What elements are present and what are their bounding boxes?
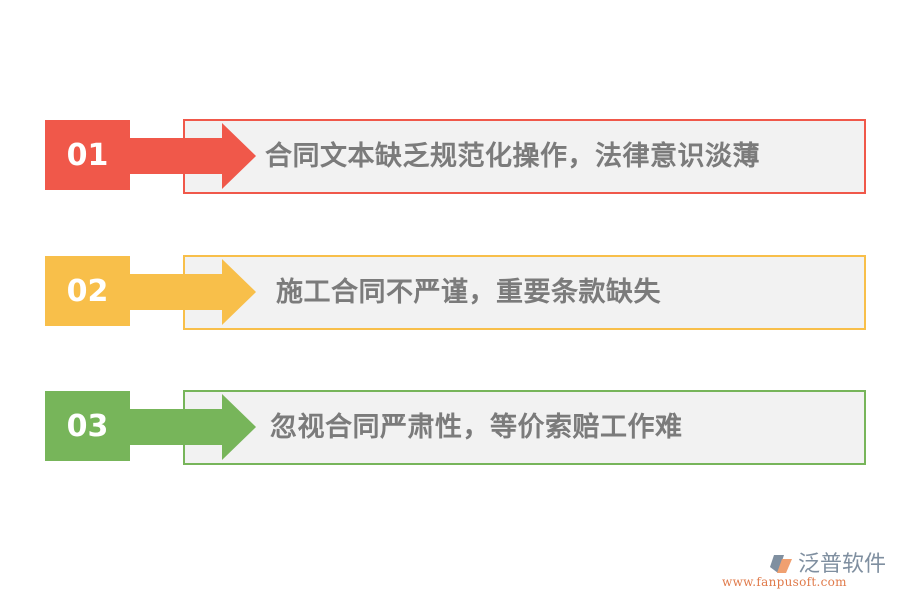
- item-row-2: 02 施工合同不严谨，重要条款缺失: [0, 255, 900, 331]
- arrow-right-icon: [129, 394, 256, 460]
- item-content-box: [183, 255, 866, 330]
- item-number: 01: [66, 137, 109, 173]
- item-number-badge: 01: [45, 120, 130, 190]
- brand-logo: 泛普软件: [768, 553, 886, 577]
- item-number: 03: [66, 408, 109, 444]
- fanpu-logo-icon: [770, 555, 792, 573]
- arrow-right-icon: [129, 259, 256, 325]
- item-content-box: [183, 119, 866, 194]
- item-row-1: 01 合同文本缺乏规范化操作，法律意识淡薄: [0, 119, 900, 195]
- brand-name: 泛普软件: [798, 552, 887, 577]
- item-content-box: [183, 390, 866, 465]
- item-text: 合同文本缺乏规范化操作，法律意识淡薄: [265, 141, 760, 172]
- item-row-3: 03 忽视合同严肃性，等价索赔工作难: [0, 390, 900, 466]
- item-text: 施工合同不严谨，重要条款缺失: [276, 277, 661, 308]
- item-number-badge: 02: [45, 256, 130, 326]
- item-number: 02: [66, 273, 109, 309]
- item-text: 忽视合同严肃性，等价索赔工作难: [270, 412, 683, 443]
- brand-url: www.fanpusoft.com: [722, 575, 847, 589]
- item-number-badge: 03: [45, 391, 130, 461]
- arrow-right-icon: [129, 123, 256, 189]
